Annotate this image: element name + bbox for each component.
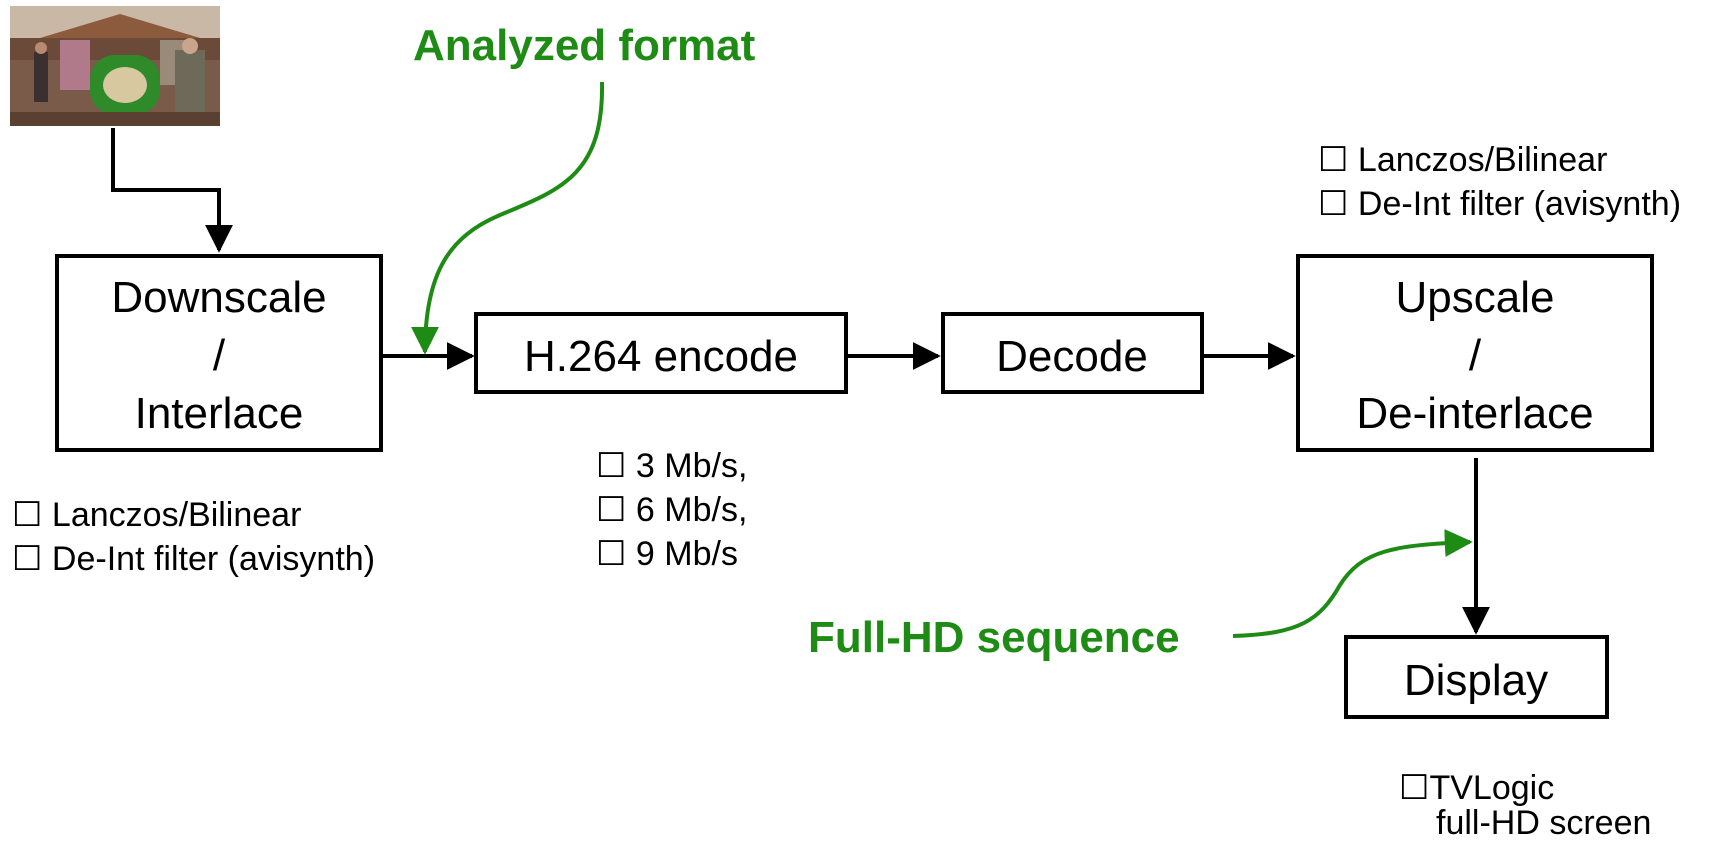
display-box: Display (1344, 635, 1609, 719)
encode-label: H.264 encode (524, 332, 798, 381)
encode-option-2: ☐ 6 Mb/s, (596, 491, 747, 529)
analyzed-format-callout: Analyzed format (413, 21, 756, 70)
upscale-option-2: ☐ De-Int filter (avisynth) (1318, 185, 1681, 223)
downscale-options: ☐ Lanczos/Bilinear ☐ De-Int filter (avis… (12, 496, 375, 578)
downscale-interlace-box: Downscale / Interlace (55, 254, 383, 452)
thumbnail-to-downscale-arrow (111, 128, 233, 253)
analyzed-format-arrow (411, 81, 605, 355)
display-option-2: full-HD screen (1436, 804, 1651, 842)
encode-options: ☐ 3 Mb/s, ☐ 6 Mb/s, ☐ 9 Mb/s (596, 447, 747, 573)
upscale-label-line1: Upscale (1396, 273, 1555, 322)
decode-box: Decode (941, 312, 1204, 394)
decode-label: Decode (996, 332, 1148, 381)
encode-option-3: ☐ 9 Mb/s (596, 535, 738, 573)
display-label: Display (1404, 656, 1548, 705)
carousel-photo-thumbnail (10, 6, 220, 126)
upscale-options: ☐ Lanczos/Bilinear ☐ De-Int filter (avis… (1318, 141, 1681, 223)
downscale-option-2: ☐ De-Int filter (avisynth) (12, 540, 375, 578)
upscale-deinterlace-box: Upscale / De-interlace (1296, 254, 1654, 452)
downscale-label-line2: / (213, 331, 226, 380)
display-option-1: ☐TVLogic (1399, 769, 1554, 807)
encode-option-1: ☐ 3 Mb/s, (596, 447, 747, 485)
upscale-option-1: ☐ Lanczos/Bilinear (1318, 141, 1607, 179)
downscale-option-1: ☐ Lanczos/Bilinear (12, 496, 301, 534)
downscale-label-line3: Interlace (135, 389, 304, 438)
h264-encode-box: H.264 encode (474, 312, 848, 394)
full-hd-sequence-callout: Full-HD sequence (808, 613, 1180, 662)
upscale-label-line3: De-interlace (1356, 389, 1593, 438)
upscale-label-line2: / (1469, 331, 1482, 380)
display-options: ☐TVLogic full-HD screen (1399, 769, 1651, 842)
full-hd-sequence-arrow (1232, 529, 1473, 638)
downscale-label-line1: Downscale (111, 273, 326, 322)
